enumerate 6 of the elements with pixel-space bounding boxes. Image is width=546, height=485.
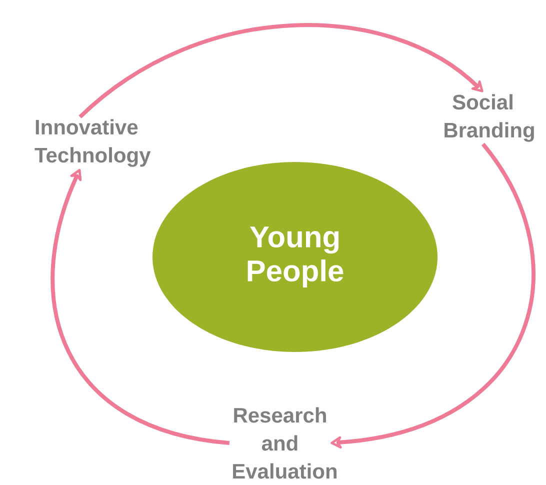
label-text: Social Branding [444,94,534,142]
label-text: Research and Evaluation [233,407,337,479]
curved-arrow [50,168,230,445]
curved-arrow [78,24,484,118]
label-text: Innovative Technology [34,119,151,167]
curved-arrow [330,142,536,449]
